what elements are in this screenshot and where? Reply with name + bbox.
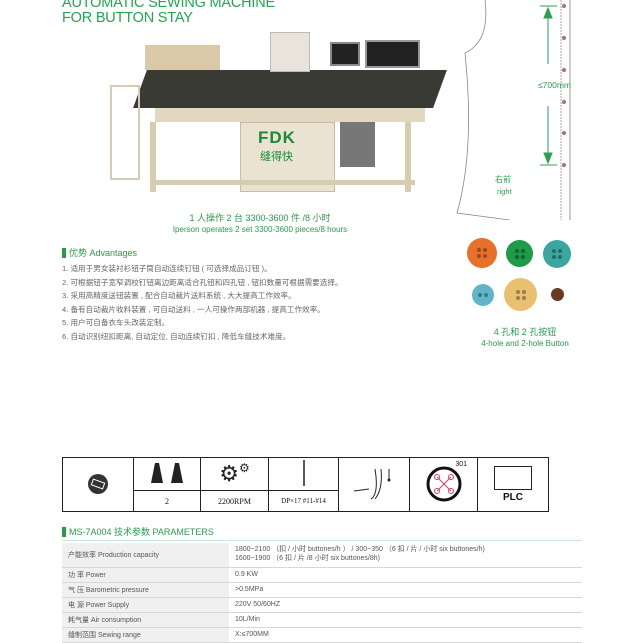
param-value-line: 1600~1900 （6 扣 / 片 /8 小时 six buttones/8h…	[235, 554, 380, 562]
list-item: 2. 可根据钮子宽窄调校钉钮离边距离适合孔钮和四孔钮 , 钮扣数量可根据需要选择…	[62, 277, 343, 287]
advantages-heading: 优势 Advantages	[62, 246, 137, 259]
button-orange	[467, 238, 497, 268]
caption-cn: 1 人操作 2 台 3300-3600 件 /8 小时	[189, 213, 331, 223]
brand-logo-cn: 缝得快	[260, 151, 293, 163]
table-row: 气 压 Barometric pressure>0.5MPa	[62, 582, 582, 598]
measure-label: ≤700mm	[538, 80, 572, 90]
thread-cone-icon	[133, 457, 201, 491]
garment-diagram	[456, 0, 571, 220]
list-item: 6. 自动识别纽扣距离, 自动定位, 自动连续钉扣 , 降低车缝技术难度。	[62, 331, 291, 341]
list-item: 5. 用户可自备衣车头改装定制。	[62, 318, 170, 328]
title-line-2: FOR BUTTON STAY	[62, 10, 193, 26]
needle-value: DP×17 #11-#14	[268, 490, 339, 512]
stitch-type: 301	[455, 461, 467, 468]
parameters-heading-text: MS-7A004 技术参数 PARAMETERS	[69, 527, 214, 537]
button-brown	[551, 288, 564, 301]
spec-icons-table: ⚙⚙ 301 PLC 2 2200RPM DP×17 #11-#14	[62, 457, 549, 512]
list-item: 3. 采用高精度送钮装置 , 配合自动裁片送料系统 , 大大提高工作效率。	[62, 291, 296, 301]
parameters-heading: MS-7A004 技术参数 PARAMETERS	[62, 525, 214, 538]
thread-trimmer-icon	[338, 457, 410, 512]
param-label: 气 压 Barometric pressure	[62, 582, 229, 598]
advantages-list: 1. 适用于男女装衬衫钮子筒自动连续钉钮 ( 可选择成品订钮 )。 2. 可根据…	[62, 262, 343, 344]
param-label: 耗气量 Air consumption	[62, 612, 229, 628]
brand-logo: FDK	[258, 128, 296, 147]
garment-label-en: right	[497, 187, 512, 196]
page-title: AUTOMATIC SEWING MACHINE FOR BUTTON STAY	[62, 0, 275, 26]
param-label: 电 源 Power Supply	[62, 597, 229, 613]
param-value-line: 1800~2100 （扣 / 小时 buttones/h ） / 300~350…	[235, 546, 485, 554]
speed-value: 2200RPM	[200, 490, 269, 512]
motor-icon	[62, 457, 134, 512]
param-label: 功 率 Power	[62, 567, 229, 583]
needle-icon	[268, 457, 339, 491]
param-value: >0.5MPa	[229, 582, 582, 598]
plc-icon: PLC	[477, 457, 549, 512]
thread-count: 2	[133, 490, 201, 512]
caption-en: Iperson operates 2 set 3300-3600 pieces/…	[172, 225, 348, 234]
plc-label: PLC	[503, 492, 523, 503]
machine-image: FDK 缝得快	[100, 10, 447, 210]
title-line-1: AUTOMATIC SEWING MACHINE	[62, 0, 275, 11]
button-green	[506, 240, 533, 267]
param-value: 0.9 KW	[229, 567, 582, 583]
list-item: 1. 适用于男女装衬衫钮子筒自动连续钉钮 ( 可选择成品订钮 )。	[62, 264, 272, 273]
parameters-table: 产能效率 Production capacity 1800~2100 （扣 / 小…	[62, 543, 582, 643]
table-row: 产能效率 Production capacity 1800~2100 （扣 / 小…	[62, 543, 582, 568]
advantages-heading-text: 优势 Advantages	[69, 248, 138, 258]
gear-icon: ⚙⚙	[200, 457, 269, 491]
button-cream	[504, 278, 537, 311]
button-teal	[543, 240, 571, 268]
param-label: 产能效率 Production capacity	[62, 543, 229, 568]
garment-label-cn: 右前	[495, 175, 511, 184]
param-value: 10L/Min	[229, 612, 582, 628]
buttons-caption-en: 4-hole and 2-hole Button	[481, 339, 569, 348]
stitch-pattern-icon: 301	[409, 457, 478, 512]
param-value: 1800~2100 （扣 / 小时 buttones/h ） / 300~350…	[229, 543, 582, 568]
param-value: 220V 50/60HZ	[229, 597, 582, 613]
buttons-caption-cn: 4 孔和 2 孔按钮	[493, 327, 557, 337]
list-item: 4. 备有自动裁片收料装置 , 可自动送料 , 一人可操作两部机器 , 提高工作…	[62, 304, 325, 314]
button-light-blue	[472, 284, 494, 306]
